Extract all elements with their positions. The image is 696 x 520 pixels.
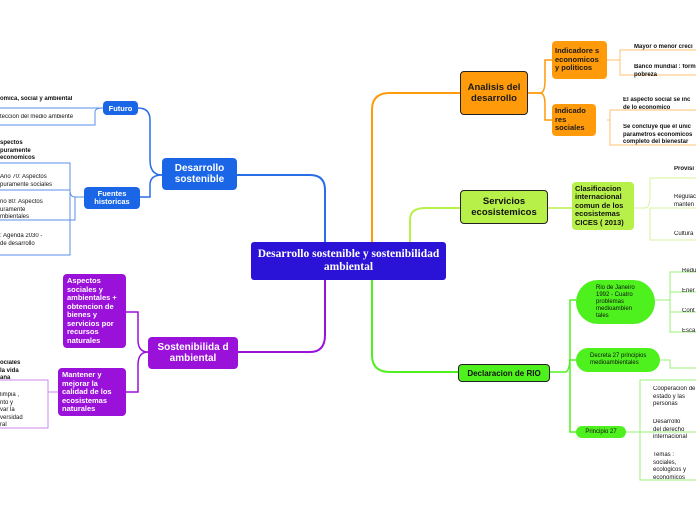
- node-mantener-calidad[interactable]: Mantener y mejorar la calidad de los eco…: [58, 368, 126, 416]
- node-aspectos-sociales[interactable]: Aspectos sociales y ambientales + obtenc…: [63, 274, 126, 348]
- node-fuentes-historicas[interactable]: Fuentes historicas: [84, 187, 140, 209]
- fuentes-item-4[interactable]: : Agenda 2030 - de desarrollo: [0, 233, 43, 247]
- rio1992-item-1[interactable]: Redu: [682, 268, 696, 274]
- rio1992-item-2[interactable]: Ener: [682, 288, 695, 294]
- fuentes-item-3[interactable]: ño 80: Aspectos uramente mbientales: [0, 199, 43, 220]
- node-decreta-27[interactable]: Decreta 27 principios medioambientales: [576, 348, 660, 372]
- node-sostenibilidad-ambiental[interactable]: Sostenibilida d ambiental: [148, 337, 238, 369]
- node-rio-1992[interactable]: Rio de Janeiro 1992 - Cuatro problemas m…: [576, 280, 655, 324]
- fuentes-item-1[interactable]: spectos puramente economicos: [0, 140, 36, 161]
- rio1992-item-4[interactable]: Esca: [682, 328, 696, 334]
- node-cices[interactable]: Clasificacion internacional comun de los…: [572, 182, 634, 230]
- rio1992-item-3[interactable]: Cont: [682, 308, 695, 314]
- node-declaracion-rio[interactable]: Declaracion de RIO: [458, 364, 550, 382]
- node-desarrollo-sostenible[interactable]: Desarrollo sostenible: [162, 158, 237, 190]
- node-indicadores-economicos[interactable]: Indicadore s economicos y politicos: [552, 41, 607, 79]
- principio-item-1[interactable]: Cooperacion de estado y las personas: [653, 386, 696, 407]
- principio-item-3[interactable]: Temas : sociales, ecologicos y economico…: [653, 452, 687, 481]
- central-topic[interactable]: Desarrollo sostenible y sostenibilidad a…: [251, 242, 446, 280]
- principio-item-2[interactable]: Desarrollo del derecho internacional: [653, 419, 688, 440]
- cices-item-2[interactable]: Regulac manten: [674, 194, 696, 208]
- cices-item-3[interactable]: Cultura: [674, 231, 694, 237]
- fuentes-item-2[interactable]: Año 70: Aspectos puramente sociales: [0, 174, 53, 188]
- cices-item-1[interactable]: Provisi: [674, 166, 695, 172]
- futuro-item-1[interactable]: omica, social y ambiental: [0, 96, 73, 102]
- node-servicios-ecosistemicos[interactable]: Servicios ecosistemicos: [460, 190, 548, 224]
- economicos-item-1[interactable]: Mayor o menor creci: [634, 44, 693, 50]
- mantener-item-2[interactable]: limpia , nto y var la versidad ral: [0, 392, 23, 428]
- futuro-item-2[interactable]: teccion del medio ambiente: [0, 114, 74, 120]
- node-indicadores-sociales[interactable]: Indicado res sociales: [552, 104, 596, 136]
- node-principio-27[interactable]: Principio 27: [576, 426, 626, 438]
- economicos-item-2[interactable]: Banco mundial : form pobreza: [634, 64, 696, 78]
- mantener-item-1[interactable]: ociales la vida ana: [0, 360, 21, 381]
- sociales-item-2[interactable]: Se concluye que el unic parametros econo…: [623, 124, 693, 145]
- sociales-item-1[interactable]: El aspecto social se inc de lo economico: [623, 97, 691, 111]
- node-futuro[interactable]: Futuro: [103, 101, 138, 115]
- node-analisis-desarrollo[interactable]: Analisis del desarrollo: [460, 71, 528, 115]
